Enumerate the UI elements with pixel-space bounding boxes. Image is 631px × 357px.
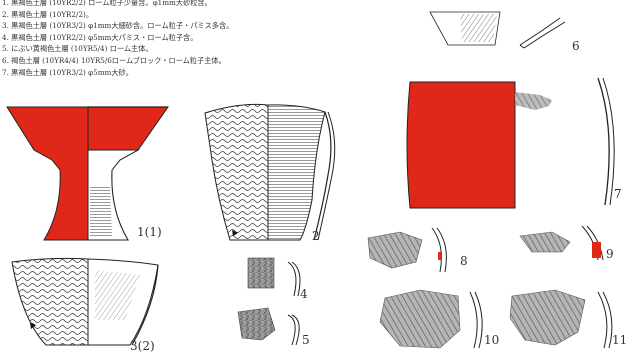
figure-number-1: 1(1): [137, 225, 162, 239]
figure-number-4: 4: [300, 287, 308, 301]
figure-number-9: 9: [606, 247, 614, 261]
legend-line: 2. 黒褐色土層 (10YR2/2)。: [2, 9, 94, 19]
figure-number-11: 11: [612, 333, 628, 347]
legend-line: 4. 黒褐色土層 (10YR2/2) φ5mm大パミス・ローム粒子含。: [2, 32, 198, 42]
pottery-drawing-6: [429, 11, 566, 49]
legend-line: 6. 褐色土層 (10YR4/4) 10YR5/6ロームブロック・ローム粒子主体…: [2, 55, 226, 65]
pottery-drawing-2: [204, 103, 336, 241]
figure-number-7: 7: [614, 187, 622, 201]
figure-number-8: 8: [460, 254, 468, 268]
figure-number-3: 3(2): [130, 339, 155, 353]
legend-line: 3. 黒褐色土層 (10YR3/2) φ1mm大細砂含。ローム粒子・パミス多含。: [2, 21, 234, 31]
pottery-drawing-8: [367, 227, 447, 273]
pottery-drawing-7: [406, 77, 615, 209]
stratum-legend: 1. 黒褐色土層 (10YR2/2) ローム粒子少量含。φ1mm大砂粒含。 2.…: [2, 0, 362, 78]
figure-number-5: 5: [302, 333, 310, 347]
legend-line: 5. にぶい黄褐色土層 (10YR5/4) ローム主体。: [2, 44, 153, 54]
pottery-drawing-9: [519, 225, 604, 261]
figure-number-10: 10: [484, 333, 500, 347]
pottery-drawing-4: [247, 257, 301, 297]
pottery-drawing-3: [11, 257, 159, 346]
pottery-drawing-10: [379, 289, 483, 349]
figure-number-6: 6: [572, 39, 580, 53]
pottery-drawing-5: [237, 307, 300, 346]
pottery-drawing-1: [6, 106, 169, 241]
legend-line: 7. 黒褐色土層 (10YR3/2) φ5mm大砂。: [2, 67, 133, 77]
legend-line: 1. 黒褐色土層 (10YR2/2) ローム粒子少量含。φ1mm大砂粒含。: [2, 0, 212, 7]
figure-number-2: 2: [312, 229, 320, 243]
pottery-drawing-11: [509, 289, 613, 349]
